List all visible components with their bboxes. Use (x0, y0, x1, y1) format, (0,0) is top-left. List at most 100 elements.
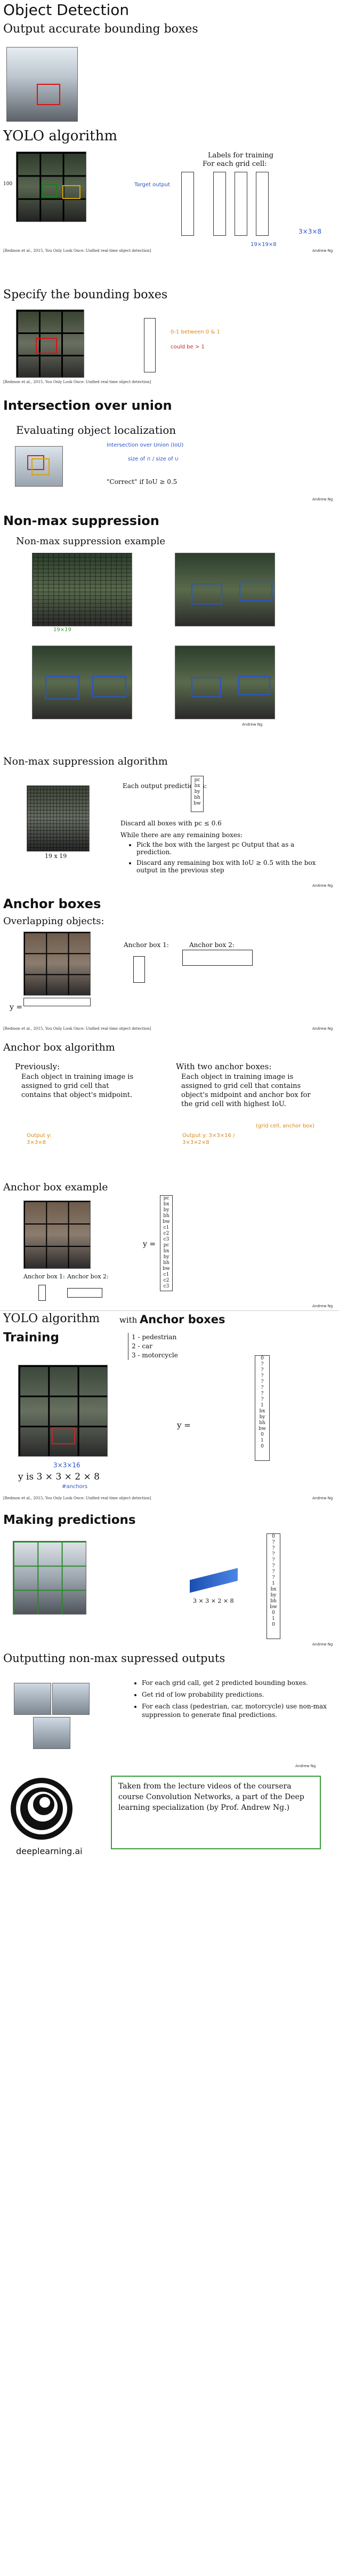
bounding-box-car (92, 676, 126, 697)
author-signature: Andrew Ng (242, 722, 263, 727)
vec-entry: by (270, 1593, 277, 1598)
hand-dims: 3×3×8 (298, 228, 322, 235)
nms-output-step: Get rid of low probability predictions. (142, 1690, 334, 1699)
vec-entry: ? (261, 1367, 264, 1373)
vec-entry: bh (163, 1213, 170, 1219)
grid-3x3 (24, 932, 90, 995)
bounding-box-car (239, 581, 272, 601)
vec-entry: pc (194, 777, 200, 783)
grid-19x19 (33, 553, 132, 626)
nms-step: Pick the box with the largest pc Output … (136, 841, 328, 856)
anchor-box-2-label: Anchor box 2: (67, 1273, 109, 1280)
ground-truth-box (27, 455, 44, 470)
bounding-box-car (42, 184, 57, 197)
section-iou: Intersection over union Evaluating objec… (0, 398, 339, 513)
nms-photo-4 (175, 646, 275, 719)
vec-entry: bh (163, 1260, 170, 1266)
section-yolo: YOLO algorithm 100 Target output Labels … (0, 128, 339, 288)
vec-entry: 0 (272, 1610, 275, 1616)
two-anchors-title: With two anchor boxes: (176, 1062, 272, 1071)
vec-entry: ? (272, 1575, 275, 1580)
y-dims: y is 3 × 3 × 2 × 8 (18, 1472, 100, 1482)
section-object-detection: Object Detection Output accurate boundin… (0, 0, 339, 123)
section-anchor-boxes: Anchor boxes Overlapping objects: y = An… (0, 893, 339, 1034)
vec-entry: bw (270, 1604, 277, 1610)
vec-entry: ? (261, 1391, 264, 1396)
section-title: Intersection over union (3, 398, 172, 413)
prediction-vector: 0 ? ? ? ? ? ? ? 1 bx by bh bw 0 1 0 (267, 1533, 280, 1639)
anchor-vector (23, 998, 91, 1006)
vec-entry: bx (163, 1249, 170, 1254)
bounding-box-car (52, 1427, 75, 1444)
citation: [Redmon et al., 2015, You Only Look Once… (3, 249, 151, 253)
output-photo-1 (14, 1683, 51, 1715)
output-photo-2 (52, 1683, 90, 1715)
class-item: 1 - pedestrian (132, 1333, 177, 1341)
nms-output-step: For each grid call, get 2 predicted boun… (142, 1679, 334, 1687)
anchor-box-1 (133, 956, 145, 983)
vec-entry: by (163, 1207, 170, 1213)
label-vector (235, 172, 247, 236)
hand-note: 0-1 between 0 & 1 (171, 329, 220, 335)
bounding-box-car (238, 676, 270, 695)
vec-entry: pc (163, 1243, 170, 1248)
section-title: Specify the bounding boxes (3, 288, 168, 301)
vec-entry: ? (261, 1362, 264, 1367)
vec-entry: bx (259, 1409, 265, 1414)
section-title: Training (3, 1331, 60, 1345)
y-label: y = (143, 1240, 156, 1249)
section-subtitle: Anchor box algorithm (3, 1041, 115, 1053)
section-title: Non-max suppression (3, 513, 159, 528)
section-subtitle: Evaluating object localization (16, 424, 176, 436)
discard-text: Discard all boxes with pc ≤ 0.6 (120, 820, 222, 827)
conv-block (190, 1568, 238, 1593)
author-signature: Andrew Ng (312, 1642, 333, 1647)
section-subtitle: Output accurate bounding boxes (3, 22, 198, 36)
author-signature: Andrew Ng (312, 249, 333, 253)
section-title: Making predictions (3, 1513, 136, 1527)
vec-entry: c3 (163, 1237, 170, 1242)
vec-entry: ? (272, 1552, 275, 1557)
vec-entry: ? (261, 1397, 264, 1402)
vec-entry: 0 (272, 1622, 275, 1627)
vec-entry: bw (163, 1266, 170, 1271)
hand-note: Output y: 3×3×8 (27, 1133, 52, 1146)
vec-entry: c1 (163, 1225, 170, 1230)
vec-entry: 1 (261, 1403, 264, 1408)
grid-3x3 (17, 152, 86, 221)
section-outputting-nms: Outputting non-max supressed outputs For… (0, 1651, 339, 1774)
author-signature: Andrew Ng (312, 497, 333, 502)
grid-3x3 (17, 310, 84, 377)
output-vector: pc bx by bh bw c1 c2 c3 pc bx by bh bw c… (160, 1195, 173, 1291)
vec-entry: pc (163, 1196, 170, 1201)
citation: [Redmon et al., 2015, You Only Look Once… (3, 380, 151, 384)
section-yolo-anchor-title: YOLO algorithm with Anchor boxes (0, 1310, 339, 1330)
page-title: Object Detection (3, 1, 130, 19)
nms-photo-3 (32, 646, 132, 719)
section-subtitle: Non-max suppression algorithm (3, 756, 168, 767)
anchor-box-2 (182, 950, 253, 966)
each-output-text: Each output prediction is: (123, 782, 207, 790)
section-title-serif: YOLO algorithm (3, 1312, 100, 1325)
section-title-sans: Anchor boxes (140, 1313, 225, 1326)
bounding-box-car (191, 677, 221, 697)
training-photo (18, 1365, 108, 1457)
label-vector (256, 172, 269, 236)
hand-target-output: Target output (134, 182, 171, 188)
bounding-box-car (45, 676, 79, 699)
section-nms-algorithm: Non-max suppression algorithm 19 x 19 Ea… (0, 746, 339, 893)
anchor-box-1-label: Anchor box 1: (23, 1273, 65, 1280)
vec-entry: 0 (272, 1534, 275, 1539)
predicted-box (31, 458, 50, 475)
vec-entry: bh (270, 1599, 277, 1604)
author-signature: Andrew Ng (312, 1304, 333, 1308)
vec-entry: bx (163, 1202, 170, 1207)
anchor-box-2-label: Anchor box 2: (189, 941, 235, 949)
vec-entry: 1 (272, 1616, 275, 1621)
yolo-grid-photo (16, 152, 86, 222)
vec-entry: ? (272, 1540, 275, 1545)
hand-note: (grid cell, anchor box) (256, 1123, 314, 1129)
vec-entry: by (259, 1414, 265, 1420)
section-subtitle: Anchor box example (3, 1181, 108, 1193)
output-photo-3 (33, 1717, 70, 1749)
